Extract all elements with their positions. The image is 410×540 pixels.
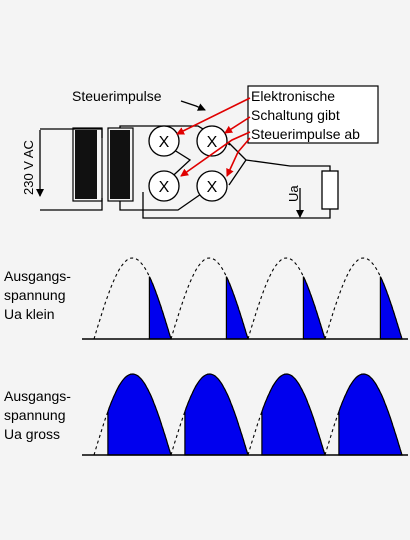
thyristor-2: X <box>196 125 228 157</box>
transformer-primary-frame <box>72 127 103 202</box>
waveform-large-conduction-3 <box>261 373 326 456</box>
waveform-large-label-2: spannung <box>4 407 66 423</box>
steuerimpulse-pointer <box>180 100 206 111</box>
waveform-large-conduction-2 <box>184 373 249 456</box>
load-resistor <box>321 170 339 210</box>
secondary-wire-bottom <box>119 184 215 211</box>
svg-text:X: X <box>159 134 170 151</box>
circuit: 230 V AC X X X X <box>21 85 379 219</box>
waveform-large-conduction-4 <box>338 373 403 456</box>
waveform-small-label-1: Ausgangs- <box>4 268 71 284</box>
svg-text:X: X <box>207 179 218 196</box>
waveform-large-label-1: Ausgangs- <box>4 388 71 404</box>
callout-box <box>247 85 379 144</box>
output-wire-top <box>245 159 331 174</box>
thyristor-3: X <box>148 170 180 202</box>
thyristor-4: X <box>196 170 228 202</box>
waveform-small-conduction-1 <box>148 276 172 340</box>
waveform-small-label-3: Ua klein <box>4 306 55 322</box>
waveform-small-conduction-2 <box>225 276 249 340</box>
callout-line-2: Schaltung gibt <box>251 107 340 123</box>
waveform-small-arch-2 <box>170 257 249 340</box>
waveform-small-label-2: spannung <box>4 287 66 303</box>
waveform-large: Ausgangs- spannung Ua gross <box>4 373 408 456</box>
output-wire-bottom <box>142 192 331 219</box>
callout-line-1: Elektronische <box>251 88 335 104</box>
waveform-small: Ausgangs- spannung Ua klein <box>4 257 408 340</box>
transformer-primary-coil <box>75 130 97 199</box>
waveform-small-conduction-3 <box>302 276 326 340</box>
waveform-large-conduction-1 <box>107 373 172 456</box>
waveform-small-conduction-4 <box>379 276 403 340</box>
transformer-secondary-coil <box>110 130 130 199</box>
svg-text:X: X <box>159 179 170 196</box>
waveform-small-arch-3 <box>247 257 326 340</box>
waveform-small-arch-1 <box>93 257 172 340</box>
control-arrows <box>176 97 251 177</box>
supply-label: 230 V AC <box>21 140 36 195</box>
primary-wire-bottom <box>40 198 103 211</box>
callout-line-3: Steuerimpulse ab <box>251 126 360 142</box>
steuerimpulse-label: Steuerimpulse <box>72 88 162 104</box>
bridge-wire-b <box>228 142 247 186</box>
waveform-small-arch-4 <box>324 257 403 340</box>
waveform-large-label-3: Ua gross <box>4 426 60 442</box>
thyristor-1: X <box>148 125 180 157</box>
svg-text:X: X <box>207 134 218 151</box>
load-label: Ua <box>286 185 301 202</box>
